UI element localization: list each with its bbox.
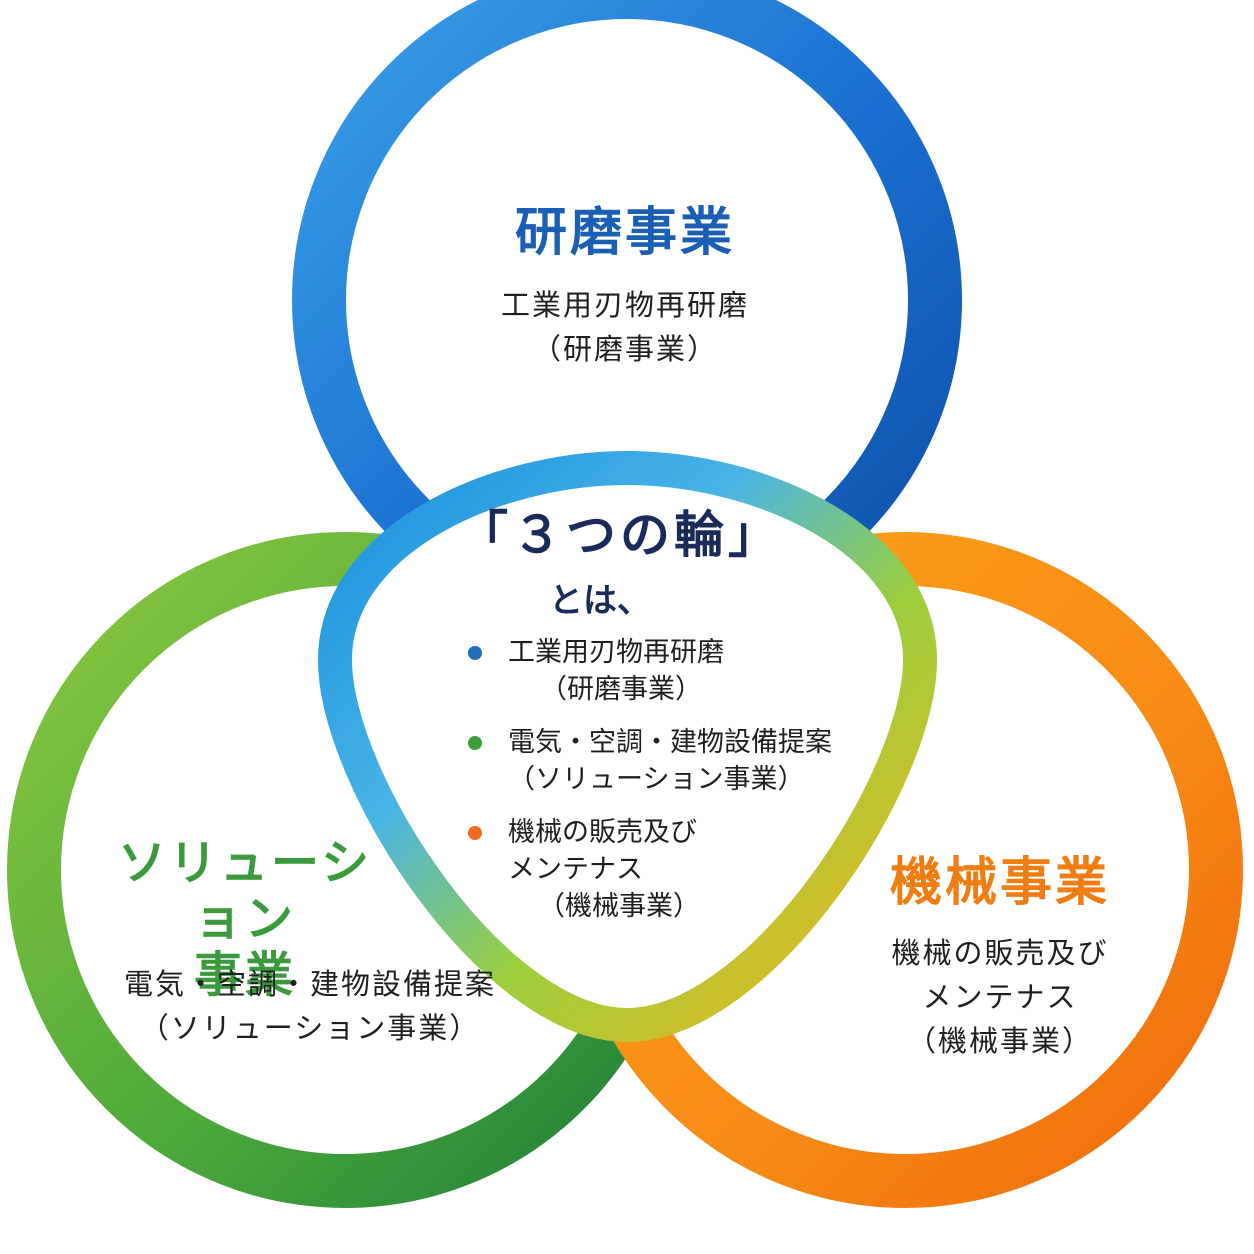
center-title: 「３つの輪」 [458, 506, 782, 564]
blue-bullet-icon [468, 646, 482, 660]
machine-title: 機械事業 [889, 853, 1110, 913]
grinding-title: 研磨事業 [514, 203, 735, 263]
orange-bullet-icon [468, 826, 482, 840]
solution-circle-text: ソリューション 事業 [95, 835, 395, 1003]
solution-title-line1: ソリューション [117, 835, 373, 947]
center-text: 「３つの輪」 とは、 工業用刃物再研磨 （研磨事業） 電気・空調・建物設備提案 … [430, 495, 850, 925]
solution-desc-line1: 電気・空調・建物設備提案 [123, 967, 496, 1001]
machine-desc-line1: 機械の販売及び [891, 936, 1109, 970]
grinding-desc-line1: 工業用刃物再研磨 [500, 288, 749, 322]
green-bullet-icon [468, 736, 482, 750]
center-item-machine-line1: 機械の販売及び [508, 817, 697, 848]
solution-desc-line2: （ソリューション事業） [139, 1011, 481, 1045]
center-ring [317, 450, 938, 1043]
grinding-circle-text: 研磨事業 工業用刃物再研磨 （研磨事業） [420, 190, 830, 371]
solution-title-line2: 事業 [193, 947, 296, 1003]
center-item-grinding: 工業用刃物再研磨 （研磨事業） [430, 634, 850, 708]
center-shape-fill [335, 468, 920, 1025]
center-item-solution-line1: 電気・空調・建物設備提案 [508, 727, 832, 758]
machine-desc-line3: （機械事業） [906, 1024, 1093, 1058]
center-item-solution: 電気・空調・建物設備提案 （ソリューション事業） [430, 724, 850, 798]
center-item-solution-line2: （ソリューション事業） [508, 764, 805, 795]
center-item-grinding-line1: 工業用刃物再研磨 [508, 637, 724, 668]
center-item-machine: 機械の販売及び メンテナス （機械事業） [430, 814, 850, 925]
solution-circle-desc: 電気・空調・建物設備提案 （ソリューション事業） [120, 962, 500, 1050]
machine-circle-text: 機械事業 機械の販売及び メンテナス （機械事業） [840, 840, 1160, 1063]
center-item-machine-line2: メンテナス [508, 854, 643, 885]
center-item-machine-line3: （機械事業） [538, 891, 700, 922]
grinding-desc-line2: （研磨事業） [531, 332, 718, 366]
machine-desc-line2: メンテナス [922, 980, 1078, 1014]
center-item-grinding-line2: （研磨事業） [540, 674, 702, 705]
center-subtitle: とは、 [549, 581, 651, 621]
